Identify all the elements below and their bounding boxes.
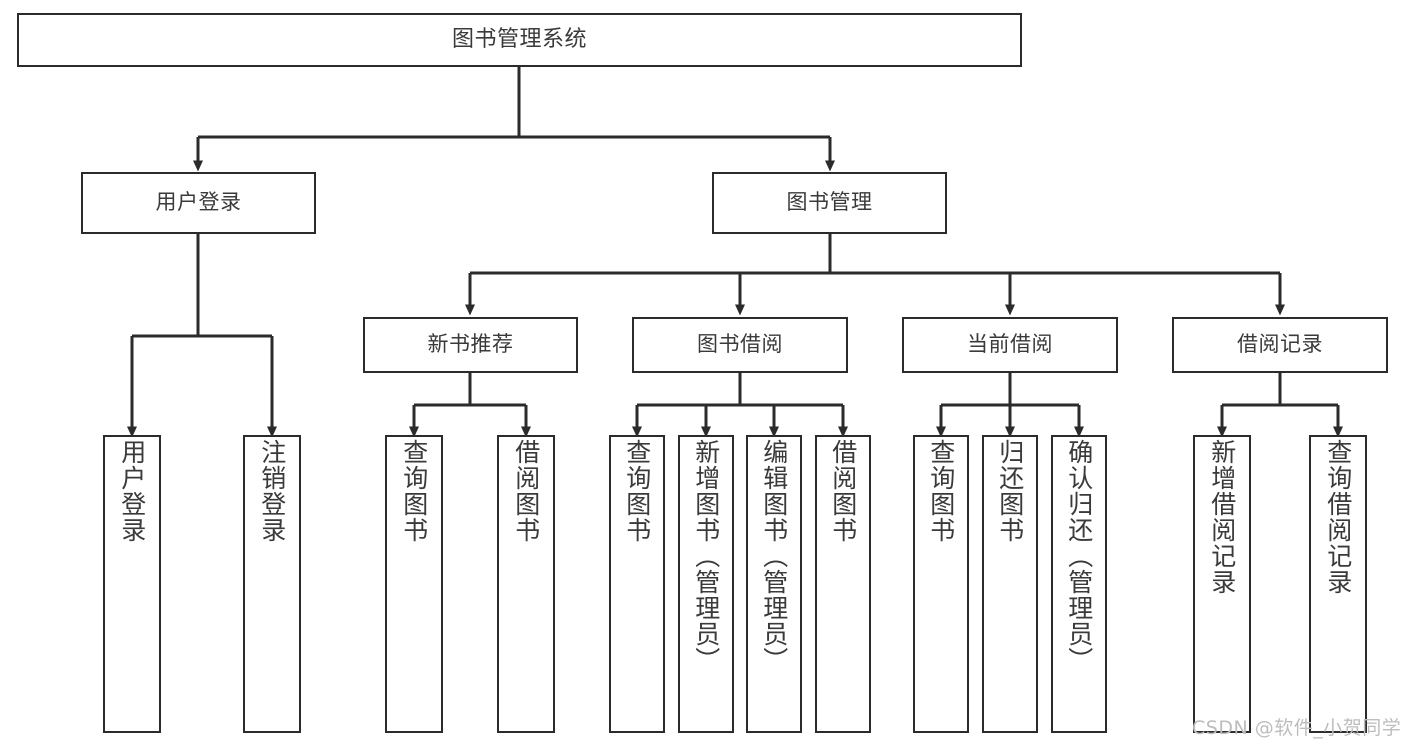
node-leaf-user-login[interactable]: 用户登录 <box>103 435 161 733</box>
node-label: 注销登录 <box>257 439 287 543</box>
node-label: 查询图书 <box>926 439 956 543</box>
node-label: 图书管理 <box>786 190 873 215</box>
node-leaf-add-book-admin[interactable]: 新增图书（管理员） <box>678 435 734 733</box>
node-leaf-borrow-book[interactable]: 借阅图书 <box>815 435 871 733</box>
node-new-book-recommend[interactable]: 新书推荐 <box>363 317 578 373</box>
node-leaf-return-book[interactable]: 归还图书 <box>982 435 1038 733</box>
node-borrow-record[interactable]: 借阅记录 <box>1172 317 1388 373</box>
node-label: 确认归还（管理员） <box>1064 439 1094 673</box>
node-leaf-edit-book-admin[interactable]: 编辑图书（管理员） <box>746 435 802 733</box>
node-root-book-management-system[interactable]: 图书管理系统 <box>17 13 1022 67</box>
node-leaf-query-book-recommend[interactable]: 查询图书 <box>385 435 443 733</box>
node-label: 新增图书（管理员） <box>691 439 721 673</box>
node-book-management[interactable]: 图书管理 <box>712 172 947 234</box>
node-label: 用户登录 <box>117 439 147 543</box>
node-label: 新增借阅记录 <box>1207 439 1237 595</box>
node-label: 借阅记录 <box>1237 332 1323 357</box>
node-leaf-query-book-borrow[interactable]: 查询图书 <box>609 435 665 733</box>
node-label: 图书管理系统 <box>451 26 587 52</box>
node-label: 查询图书 <box>622 439 652 543</box>
node-label: 新书推荐 <box>427 332 514 357</box>
node-leaf-confirm-return-admin[interactable]: 确认归还（管理员） <box>1051 435 1107 733</box>
node-leaf-add-borrow-record[interactable]: 新增借阅记录 <box>1193 435 1251 733</box>
node-user-login[interactable]: 用户登录 <box>81 172 316 234</box>
node-leaf-logout-login[interactable]: 注销登录 <box>243 435 301 733</box>
node-label: 编辑图书（管理员） <box>759 439 789 673</box>
node-current-borrow[interactable]: 当前借阅 <box>902 317 1118 373</box>
node-leaf-query-borrow-record[interactable]: 查询借阅记录 <box>1309 435 1367 733</box>
node-label: 借阅图书 <box>511 439 541 543</box>
node-label: 当前借阅 <box>967 332 1053 357</box>
node-label: 查询图书 <box>399 439 429 543</box>
node-label: 用户登录 <box>155 190 242 215</box>
node-label: 图书借阅 <box>697 332 783 357</box>
node-leaf-query-book-current[interactable]: 查询图书 <box>913 435 969 733</box>
node-label: 归还图书 <box>995 439 1025 543</box>
node-book-borrow[interactable]: 图书借阅 <box>632 317 848 373</box>
node-leaf-borrow-book-recommend[interactable]: 借阅图书 <box>497 435 555 733</box>
node-label: 查询借阅记录 <box>1323 439 1353 595</box>
node-label: 借阅图书 <box>828 439 858 543</box>
